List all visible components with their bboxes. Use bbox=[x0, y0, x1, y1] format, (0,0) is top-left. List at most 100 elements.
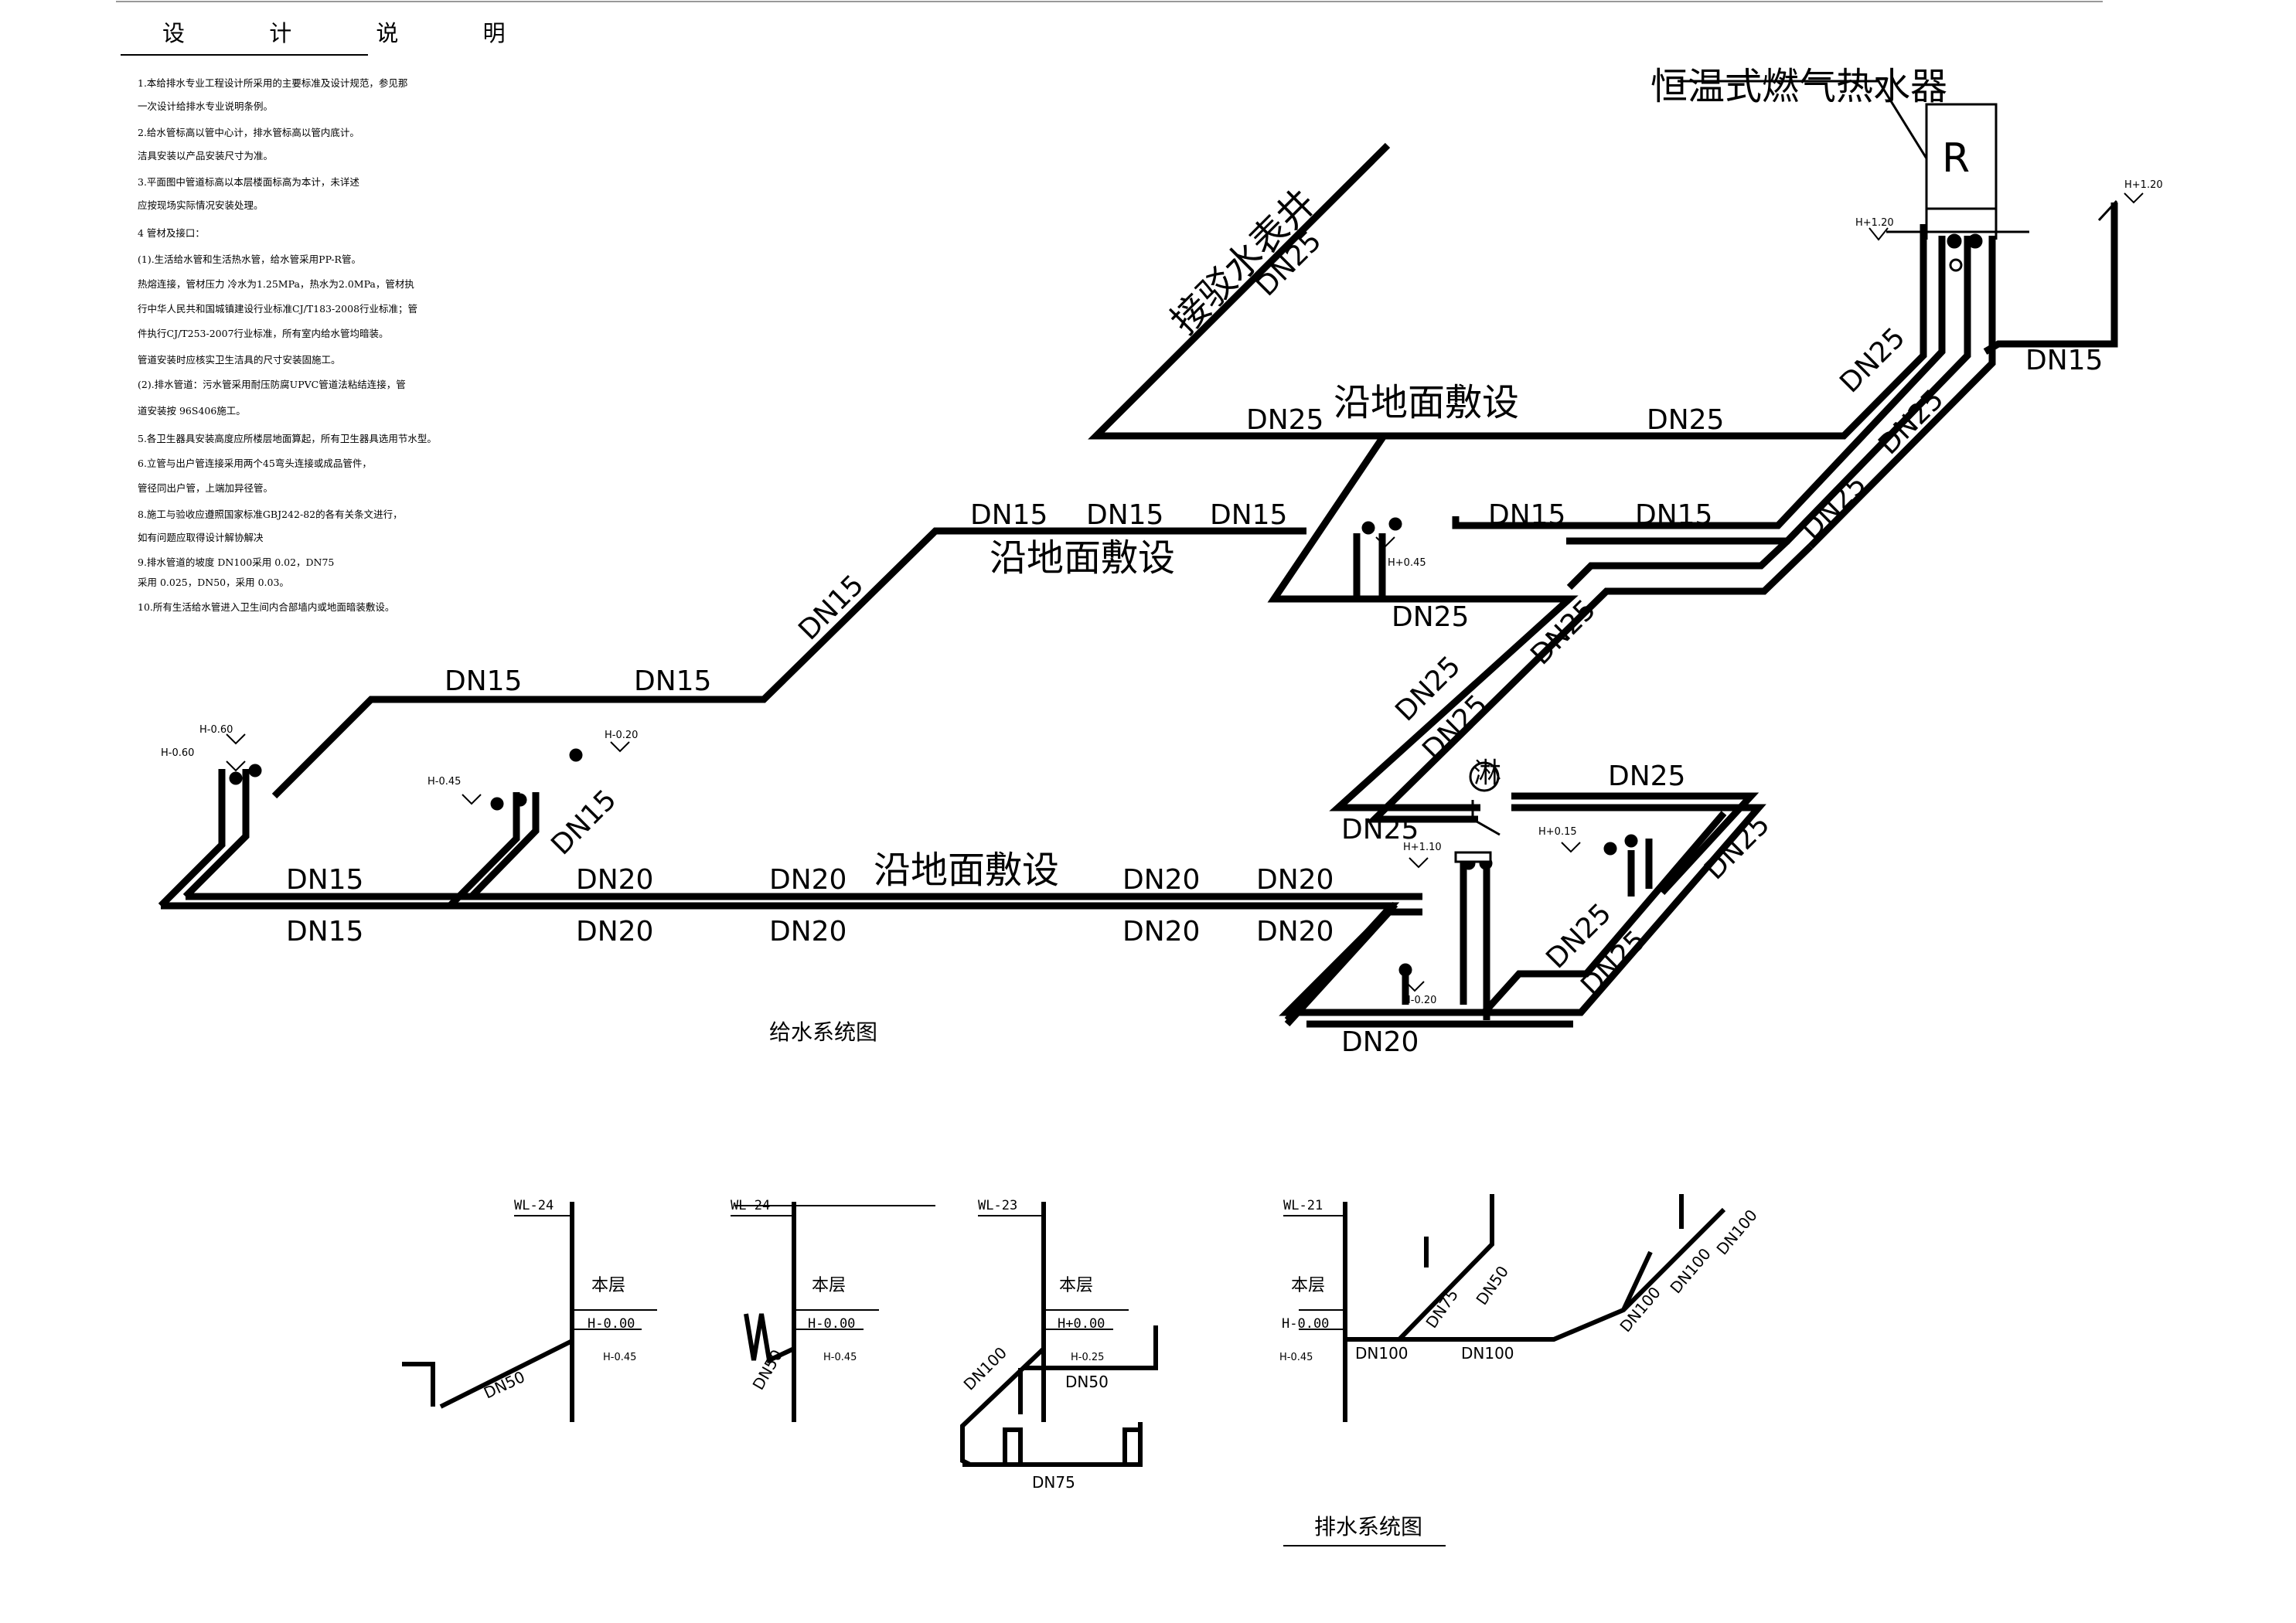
dn25-l: DN25 bbox=[1698, 808, 1776, 886]
dn15-k: DN15 bbox=[545, 784, 622, 861]
heater-leader bbox=[1678, 80, 1928, 159]
dn25-c: DN25 bbox=[1834, 322, 1911, 399]
note-line: (2).排水管道：污水管采用耐压防腐UPVC管道法粘结连接，管 bbox=[138, 379, 406, 390]
dn20-d: DN20 bbox=[769, 916, 847, 948]
pipe-hot-dn15-top bbox=[1452, 236, 1946, 529]
elev-d-2: H-0.00 bbox=[808, 1316, 855, 1332]
this-floor-2: 本层 bbox=[812, 1276, 846, 1295]
elev-tri-9 bbox=[1561, 842, 1581, 853]
note-line: 8.施工与验收应遵照国家标准GBJ242-82的各有关条文进行， bbox=[138, 509, 403, 520]
pipe-cold-dn25 bbox=[1566, 236, 1971, 545]
valve-dot-14 bbox=[1388, 517, 1402, 531]
dn15-j: DN15 bbox=[286, 916, 363, 948]
elev-tri-4 bbox=[226, 760, 246, 772]
this-floor-3: 本层 bbox=[1059, 1276, 1093, 1295]
supply-fittings bbox=[229, 80, 2118, 1546]
elev-d-6: H-0.45 bbox=[823, 1352, 857, 1363]
dn20-i: DN20 bbox=[1341, 1026, 1419, 1058]
elev-h120: H+1.20 bbox=[1855, 217, 1894, 229]
dn20-e: DN20 bbox=[1122, 864, 1200, 896]
elev-d-7: H-0.25 bbox=[1071, 1352, 1104, 1363]
dn25-f: DN25 bbox=[1392, 601, 1469, 633]
pipe-main-dn25 bbox=[1088, 142, 1927, 440]
note-line: 3.平面图中管道标高以本层楼面标高为本计，未详述 bbox=[138, 176, 359, 188]
pipe-shower-dn25-top bbox=[1511, 792, 1759, 896]
pipe-hot-dn25 bbox=[1807, 236, 1996, 550]
elev-h060a: H-0.60 bbox=[199, 724, 233, 736]
heater-box bbox=[1925, 103, 1998, 210]
note-line: 应按现场实际情况安装处理。 bbox=[138, 199, 264, 211]
dn15-right: DN15 bbox=[2025, 345, 2103, 376]
dn15-e: DN15 bbox=[1210, 499, 1287, 531]
dn15-b: DN15 bbox=[1635, 499, 1712, 531]
stack-label-3: WL-23 bbox=[978, 1198, 1017, 1213]
note-line: 行中华人民共和国城镇建设行业标准CJ/T183-2008行业标准；管 bbox=[138, 303, 418, 315]
dn20-a: DN20 bbox=[576, 864, 653, 896]
note-line: 如有问题应取得设计解协解决 bbox=[138, 532, 264, 543]
notes-title-underline bbox=[121, 54, 368, 56]
note-line: 管径同出户管，上端加异径管。 bbox=[138, 482, 274, 494]
trap-3b bbox=[1122, 1427, 1140, 1465]
dn15-c: DN15 bbox=[970, 499, 1048, 531]
lay-floor-3: 沿地面敷设 bbox=[874, 849, 1059, 892]
elev-h045: H+0.45 bbox=[1388, 557, 1426, 569]
dn50-c: DN50 bbox=[1065, 1373, 1109, 1391]
note-line: 5.各卫生器具安装高度应所楼层地面算起，所有卫生器具选用节水型。 bbox=[138, 433, 437, 444]
valve-dot-3 bbox=[248, 764, 262, 777]
supply-title: 给水系统图 bbox=[769, 1019, 877, 1045]
pipe-cold-top bbox=[1453, 236, 1964, 529]
fixture-tap bbox=[2097, 199, 2118, 222]
dn15-i: DN15 bbox=[286, 864, 363, 896]
elev-tri-2 bbox=[2124, 192, 2144, 204]
valve-dot-5 bbox=[513, 793, 527, 807]
dn15-a: DN15 bbox=[1488, 499, 1565, 531]
pipe-mid-conn bbox=[1566, 538, 1790, 590]
pipe-dn15-left-a bbox=[158, 769, 226, 909]
dn15-h: DN15 bbox=[634, 665, 711, 697]
elev-markers bbox=[226, 192, 2144, 992]
elev-h020b: H-0.20 bbox=[1403, 995, 1436, 1006]
valve-dot-6 bbox=[490, 797, 504, 811]
note-line: (1).生活给水管和生活热水管，给水管采用PP-R管。 bbox=[138, 253, 361, 265]
note-line: 4 管材及接口： bbox=[138, 227, 205, 239]
note-line: 6.立管与出户管连接采用两个45弯头连接或成品管件， bbox=[138, 458, 372, 469]
dn20-h: DN20 bbox=[1256, 916, 1334, 948]
note-line: 9.排水管道的坡度 DN100采用 0.02，DN75 bbox=[138, 556, 335, 568]
note-line: 件执行CJ/T253-2007行业标准，所有室内给水管均暗装。 bbox=[138, 328, 389, 339]
elev-d-3: H+0.00 bbox=[1058, 1316, 1105, 1332]
valve-dot-1 bbox=[1947, 233, 1962, 249]
branch-4b bbox=[1397, 1194, 1494, 1342]
drain-pipes bbox=[402, 1194, 1726, 1467]
shower-circle bbox=[1469, 761, 1500, 792]
heater-label: 恒温式燃气热水器 bbox=[1650, 65, 1947, 108]
elev-h015: H+0.15 bbox=[1538, 826, 1577, 838]
elev-d-1: H-0.00 bbox=[588, 1316, 635, 1332]
dn20-b: DN20 bbox=[576, 916, 653, 948]
elev-h110: H+1.10 bbox=[1403, 842, 1442, 853]
note-line: 洁具安装以产品安装尺寸为准。 bbox=[138, 150, 274, 162]
valve-dot-12 bbox=[1398, 963, 1412, 977]
note-line: 管道安装时应核实卫生洁具的尺寸安装固施工。 bbox=[138, 354, 341, 366]
valve-dot-10 bbox=[1603, 842, 1617, 856]
elev-d-5: H-0.45 bbox=[603, 1352, 636, 1363]
lay-floor-1: 沿地面敷设 bbox=[1334, 381, 1519, 424]
dn100-e: DN100 bbox=[1666, 1244, 1714, 1297]
trap-1 bbox=[402, 1362, 435, 1407]
dn75-a: DN75 bbox=[1032, 1473, 1075, 1492]
note-line: 道安装按 96S406施工。 bbox=[138, 405, 246, 417]
dn25-a: DN25 bbox=[1246, 404, 1323, 436]
dn20-c: DN20 bbox=[769, 864, 847, 896]
this-floor-4: 本层 bbox=[1291, 1276, 1325, 1295]
note-line: 1.本给排水专业工程设计所采用的主要标准及设计规范，参见那 bbox=[138, 77, 408, 89]
elev-d-4: H-0.00 bbox=[1282, 1316, 1329, 1332]
drain-details bbox=[514, 1215, 1345, 1330]
elev-h060b: H-0.60 bbox=[161, 747, 194, 759]
note-line: 一次设计给排水专业说明条例。 bbox=[138, 100, 274, 112]
drain-title: 排水系统图 bbox=[1314, 1514, 1422, 1540]
branch-4 bbox=[1345, 1207, 1726, 1342]
dn25-b: DN25 bbox=[1647, 404, 1724, 436]
trap-2 bbox=[744, 1313, 795, 1364]
elev-h120b: H+1.20 bbox=[2124, 179, 2163, 191]
pipe-dn15-left-b bbox=[182, 769, 250, 900]
